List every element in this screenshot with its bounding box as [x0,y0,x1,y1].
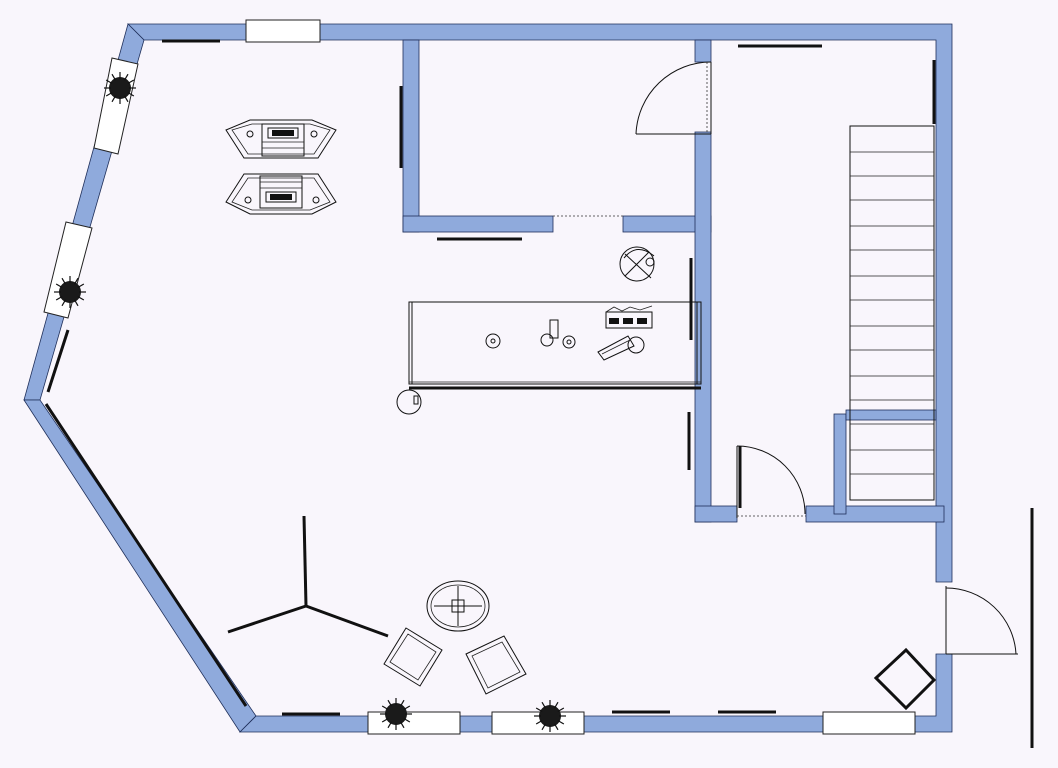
office-chair-icon [619,246,655,282]
bowl-icon [485,333,501,349]
stool-icon [396,389,422,415]
window-bottom-1 [367,711,461,735]
wall-center-top [694,39,712,63]
wall-storage-bottom-left [402,215,554,233]
desk-workstation-top-icon [225,119,337,159]
outer-walls [23,23,953,733]
interior-walls [402,39,945,523]
potted-plant-icon [380,698,412,730]
wall-hall-bottom-right [805,505,945,523]
door-exterior-icon [945,586,1018,655]
potted-plant-icon [104,72,136,104]
doors [553,61,1018,655]
window-top [245,19,321,43]
corner-cabinet-icon [873,647,937,711]
wall-left-diagonal [23,399,257,733]
potted-plant-icon [54,276,86,308]
armchair-right-icon [465,635,527,695]
door-storage-icon [635,61,712,135]
cooktop-icon [605,305,653,329]
door-hall-icon [736,445,806,518]
desk-workstation-bottom-icon [225,173,337,215]
kitchen-counter-icon [408,301,702,390]
potted-plant-icon [534,700,566,732]
stair-steps [850,151,934,475]
coffee-maker-icon [549,319,559,339]
wall-top [127,23,953,583]
wall-storage-left [402,39,420,233]
window-bottom-3 [822,711,916,735]
wall-stair-landing-top [845,409,937,421]
window-left-2 [43,221,93,319]
floor-lamp-icon [227,515,389,638]
wall-stair-landing [833,413,847,515]
wall-trim-lines [44,39,1034,748]
staircase-icon [849,125,935,501]
wall-hall-bottom-left [694,505,738,523]
tray-icon [597,335,645,361]
window-left-1 [93,57,139,155]
round-table-icon [426,580,490,632]
armchair-left-icon [383,627,443,687]
potted-plants [54,72,566,732]
